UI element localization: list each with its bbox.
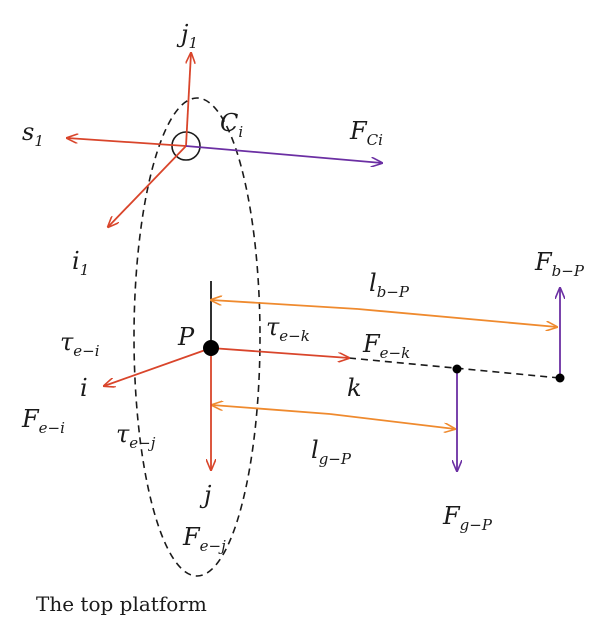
s1-axis-arrow	[67, 138, 187, 147]
label-fgp: Fg−P	[442, 502, 493, 534]
point-p	[203, 340, 219, 356]
platform-ellipse	[133, 97, 261, 577]
label-fei: Fe−i	[21, 405, 65, 437]
gravity-point	[452, 364, 462, 374]
label-tau-ej: τe−j	[116, 420, 156, 452]
label-tau-ei: τe−i	[60, 328, 100, 360]
label-s1: s1	[22, 118, 44, 150]
j1-axis-arrow	[185, 53, 191, 147]
label-i1: i1	[72, 247, 89, 279]
i1-axis-arrow	[108, 145, 187, 227]
i-axis-arrow	[104, 347, 212, 386]
label-fek: Fe−k	[362, 330, 410, 362]
lbp-arrow-right	[357, 308, 557, 327]
label-p: P	[177, 323, 195, 351]
label-fej: Fe−j	[182, 523, 226, 555]
lgp-arrow-left	[212, 405, 331, 415]
buoyancy-point	[555, 373, 565, 383]
label-lgp: lg−P	[311, 436, 352, 468]
lbp-arrow-left	[211, 300, 359, 310]
label-fbp: Fb−P	[534, 248, 585, 280]
label-j: j	[199, 481, 212, 509]
lgp-arrow-right	[329, 413, 455, 429]
label-lbp: lb−P	[369, 269, 410, 301]
k-axis-arrow	[210, 347, 349, 358]
diagram-caption: The top platform	[36, 592, 207, 616]
label-i: i	[80, 374, 88, 402]
label-ci: Ci	[220, 109, 243, 141]
label-k: k	[347, 374, 362, 402]
label-tau-ek: τe−k	[266, 313, 310, 345]
label-fci: FCi	[349, 117, 383, 149]
fci-force-arrow	[185, 145, 382, 163]
label-j1: j1	[176, 20, 198, 52]
